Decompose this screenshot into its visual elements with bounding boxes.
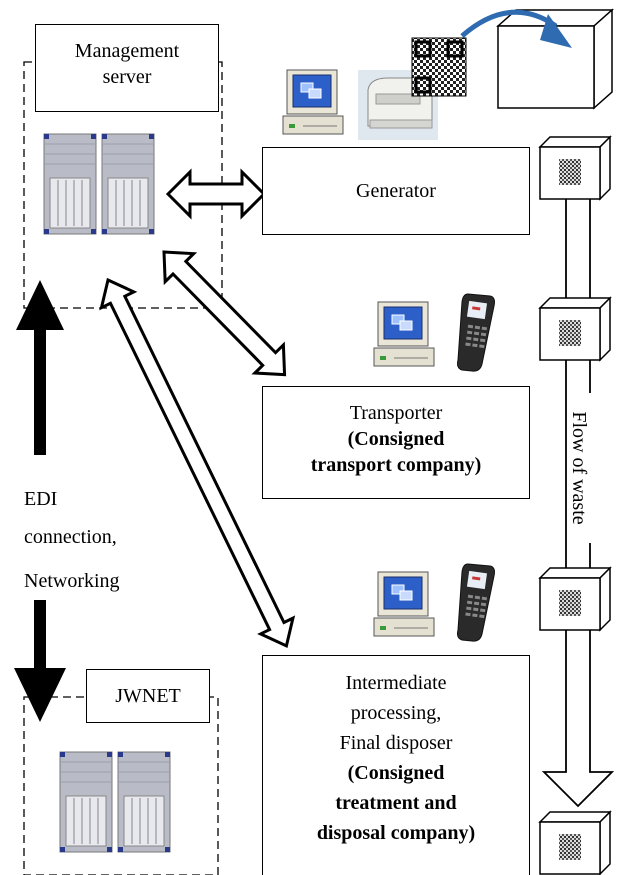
management-server-title-line2: server: [102, 66, 152, 88]
edi-label-line2: connection,: [24, 526, 117, 548]
transporter-link-arrow: [162, 250, 287, 377]
edi-down-arrow: [14, 600, 66, 722]
processor-label-line5: treatment and: [335, 792, 457, 814]
processor-label-line4: (Consigned: [347, 762, 445, 784]
generator-pc-icon: [282, 69, 344, 135]
transporter-box: [262, 386, 530, 499]
jwnet-server-icon: [59, 751, 171, 853]
qr-label-icon: [411, 37, 467, 97]
management-server-title: Management server: [35, 38, 219, 90]
transporter-pc-icon: [373, 301, 435, 367]
management-server-icon: [43, 133, 155, 235]
processor-box: [262, 655, 530, 875]
edi-up-arrow: [16, 280, 64, 455]
generator-link-arrow: [165, 168, 267, 220]
flow-of-waste-label: Flow of waste: [567, 393, 591, 543]
transporter-label: Transporter (Consigned transport company…: [262, 400, 530, 478]
jwnet-title-box: [86, 669, 210, 723]
edi-label: EDI connection, Networking: [24, 480, 120, 600]
waste-package-icon-3: [539, 567, 611, 631]
edi-label-line3: Networking: [24, 570, 120, 592]
waste-package-icon-2: [539, 297, 611, 361]
waste-package-icon-4: [539, 811, 611, 875]
transporter-label-line3: transport company): [310, 454, 482, 476]
processor-label-line3: Final disposer: [339, 732, 453, 754]
processor-label-line1: Intermediate: [345, 672, 447, 694]
edi-label-line1: EDI: [24, 488, 58, 510]
transporter-handheld-icon: [457, 293, 495, 372]
generator-label: Generator: [356, 180, 436, 202]
processor-label-line6: disposal company): [316, 822, 476, 844]
management-server-title-box: [35, 24, 219, 112]
processor-handheld-icon: [457, 563, 495, 642]
management-server-title-line1: Management: [74, 40, 180, 62]
transporter-label-line2: (Consigned: [347, 428, 445, 450]
generator-box: [262, 147, 530, 235]
waste-package-icon-1: [539, 136, 611, 200]
processor-pc-icon: [373, 571, 435, 637]
jwnet-title: JWNET: [115, 685, 181, 707]
transporter-label-line1: Transporter: [349, 402, 443, 424]
processor-label: Intermediate processing, Final disposer …: [262, 668, 530, 848]
processor-label-line2: processing,: [350, 702, 442, 724]
processor-link-arrow: [99, 277, 296, 648]
label-printer-icon: [358, 70, 438, 140]
